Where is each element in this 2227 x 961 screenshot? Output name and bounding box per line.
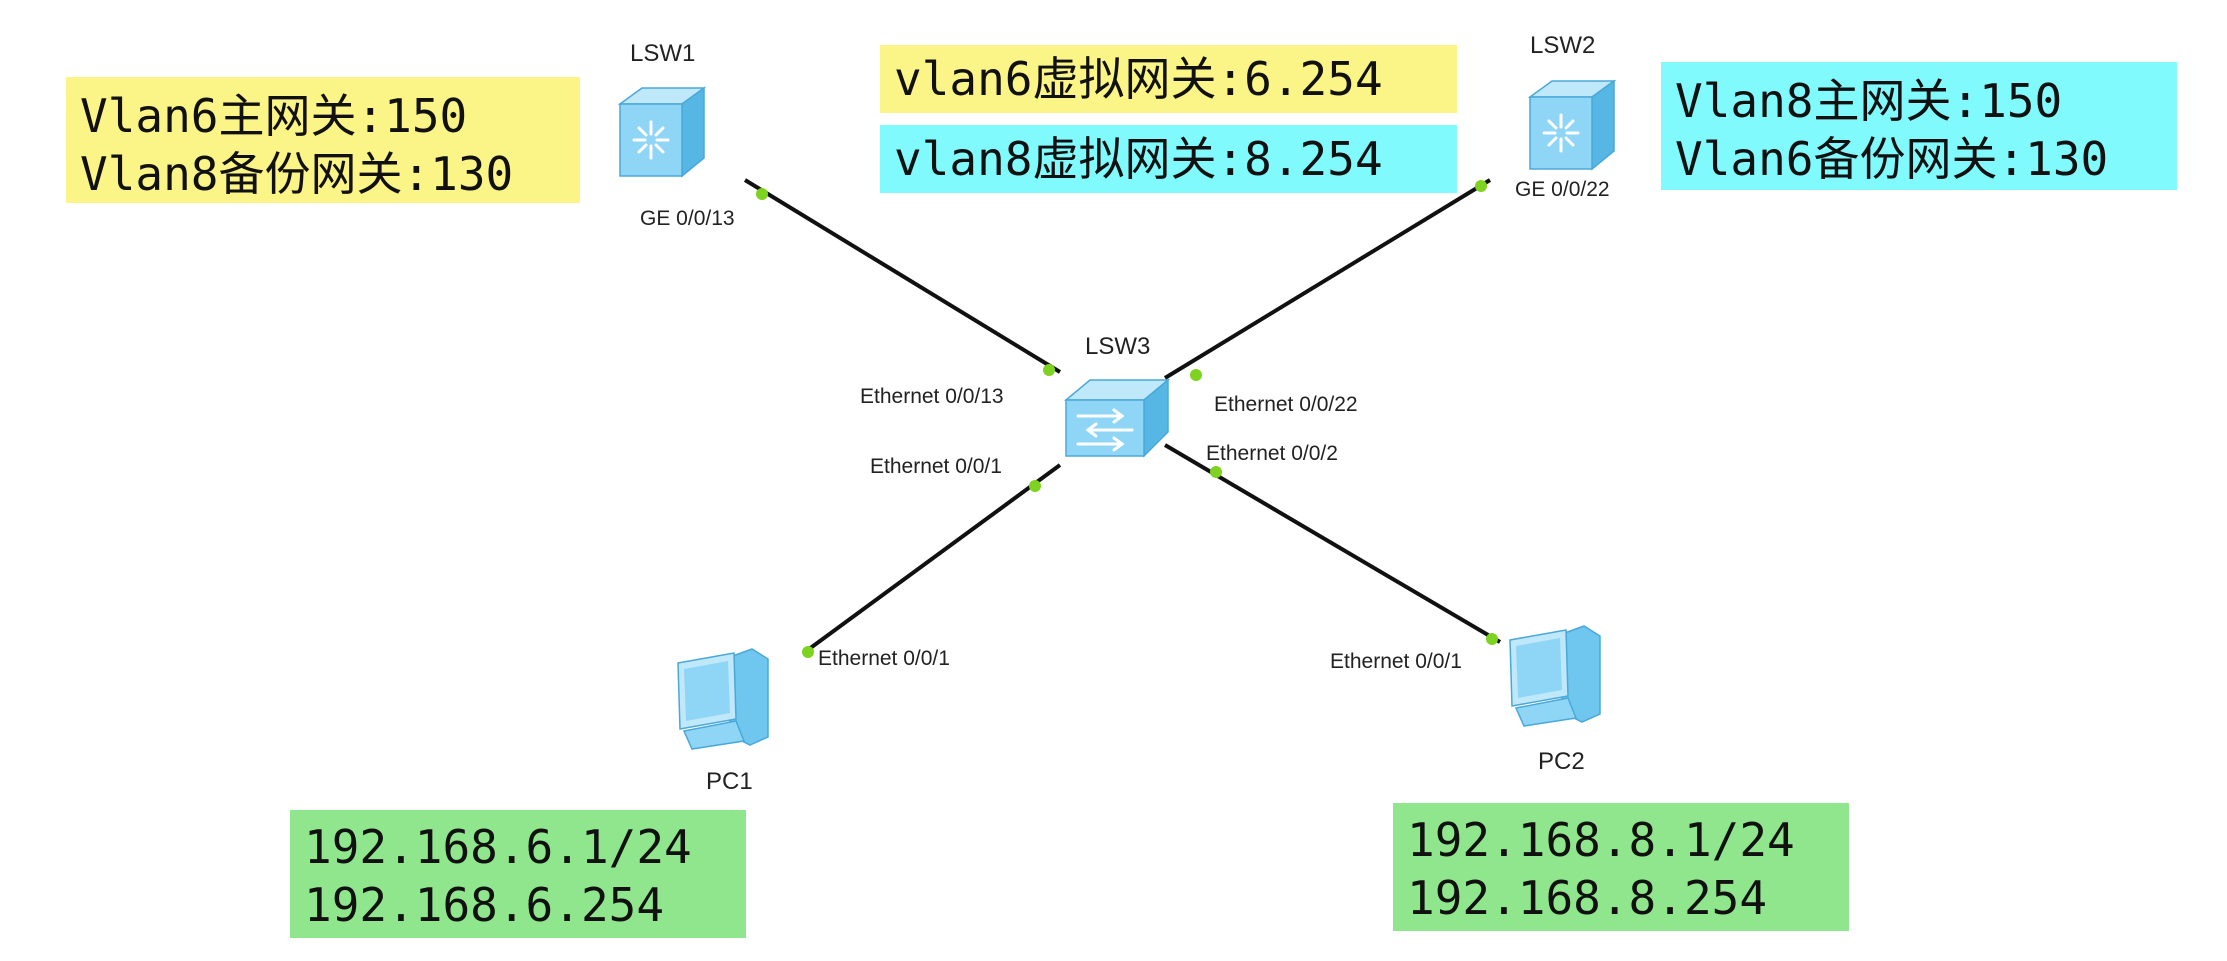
port-dot bbox=[802, 646, 814, 658]
pc1-port-label: Ethernet 0/0/1 bbox=[818, 647, 950, 670]
port-dot bbox=[1210, 466, 1222, 478]
lsw2-name: LSW2 bbox=[1530, 32, 1596, 59]
lsw3-port-2-label: Ethernet 0/0/2 bbox=[1206, 442, 1338, 465]
pc1-ip-line: 192.168.6.1/24 bbox=[304, 820, 692, 874]
port-dot bbox=[1475, 180, 1487, 192]
port-dot bbox=[1029, 480, 1041, 492]
pc2-ip-line: 192.168.8.1/24 bbox=[1407, 813, 1795, 867]
pc-icon bbox=[677, 648, 769, 750]
port-dot bbox=[1043, 364, 1055, 376]
l3-switch-icon bbox=[617, 86, 707, 178]
lsw3-port-22-label: Ethernet 0/0/22 bbox=[1214, 393, 1358, 416]
link-lsw2-lsw3 bbox=[1163, 178, 1492, 380]
pc1-device[interactable] bbox=[670, 645, 795, 760]
vlan8-virtual-gateway-note: vlan8虚拟网关:8.254 bbox=[880, 125, 1457, 193]
lsw1-port-label: GE 0/0/13 bbox=[640, 207, 735, 230]
link-lsw1-lsw3 bbox=[743, 178, 1062, 374]
port-dot bbox=[1486, 633, 1498, 645]
lsw2-port-label: GE 0/0/22 bbox=[1515, 178, 1610, 201]
pc1-ip-note: 192.168.6.1/24 192.168.6.254 bbox=[290, 810, 746, 938]
l3-switch-icon bbox=[1527, 79, 1617, 171]
lsw2-device[interactable] bbox=[1522, 75, 1618, 175]
link-lsw3-pc2 bbox=[1163, 443, 1502, 644]
vlan6-vip-text: vlan6虚拟网关:6.254 bbox=[894, 52, 1383, 106]
pc2-ip-line: 192.168.8.254 bbox=[1407, 871, 1768, 925]
pc2-device[interactable] bbox=[1502, 622, 1627, 737]
lsw3-port-13-label: Ethernet 0/0/13 bbox=[860, 385, 1004, 408]
pc1-ip-line: 192.168.6.254 bbox=[304, 878, 665, 932]
lsw1-device[interactable] bbox=[612, 82, 708, 182]
lsw3-device[interactable] bbox=[1060, 372, 1172, 462]
lsw3-port-1-label: Ethernet 0/0/1 bbox=[870, 455, 1002, 478]
pc1-name: PC1 bbox=[706, 768, 753, 795]
pc2-port-label: Ethernet 0/0/1 bbox=[1330, 650, 1462, 673]
port-dot bbox=[1190, 369, 1202, 381]
lsw1-note-line: Vlan6主网关:150 bbox=[80, 89, 468, 143]
l2-switch-icon bbox=[1063, 378, 1171, 458]
pc2-name: PC2 bbox=[1538, 748, 1585, 775]
lsw2-note-line: Vlan8主网关:150 bbox=[1675, 74, 2063, 128]
vlan8-vip-text: vlan8虚拟网关:8.254 bbox=[894, 132, 1383, 186]
lsw1-gateway-note: Vlan6主网关:150 Vlan8备份网关:130 bbox=[66, 77, 580, 203]
lsw2-gateway-note: Vlan8主网关:150 Vlan6备份网关:130 bbox=[1661, 62, 2177, 190]
lsw1-note-line: Vlan8备份网关:130 bbox=[80, 147, 514, 201]
lsw1-name: LSW1 bbox=[630, 40, 696, 67]
pc2-ip-note: 192.168.8.1/24 192.168.8.254 bbox=[1393, 803, 1849, 931]
link-lsw3-pc1 bbox=[803, 463, 1062, 654]
lsw2-note-line: Vlan6备份网关:130 bbox=[1675, 132, 2109, 186]
pc-icon bbox=[1509, 625, 1601, 727]
vlan6-virtual-gateway-note: vlan6虚拟网关:6.254 bbox=[880, 45, 1457, 113]
port-dot bbox=[756, 188, 768, 200]
lsw3-name: LSW3 bbox=[1085, 333, 1151, 360]
